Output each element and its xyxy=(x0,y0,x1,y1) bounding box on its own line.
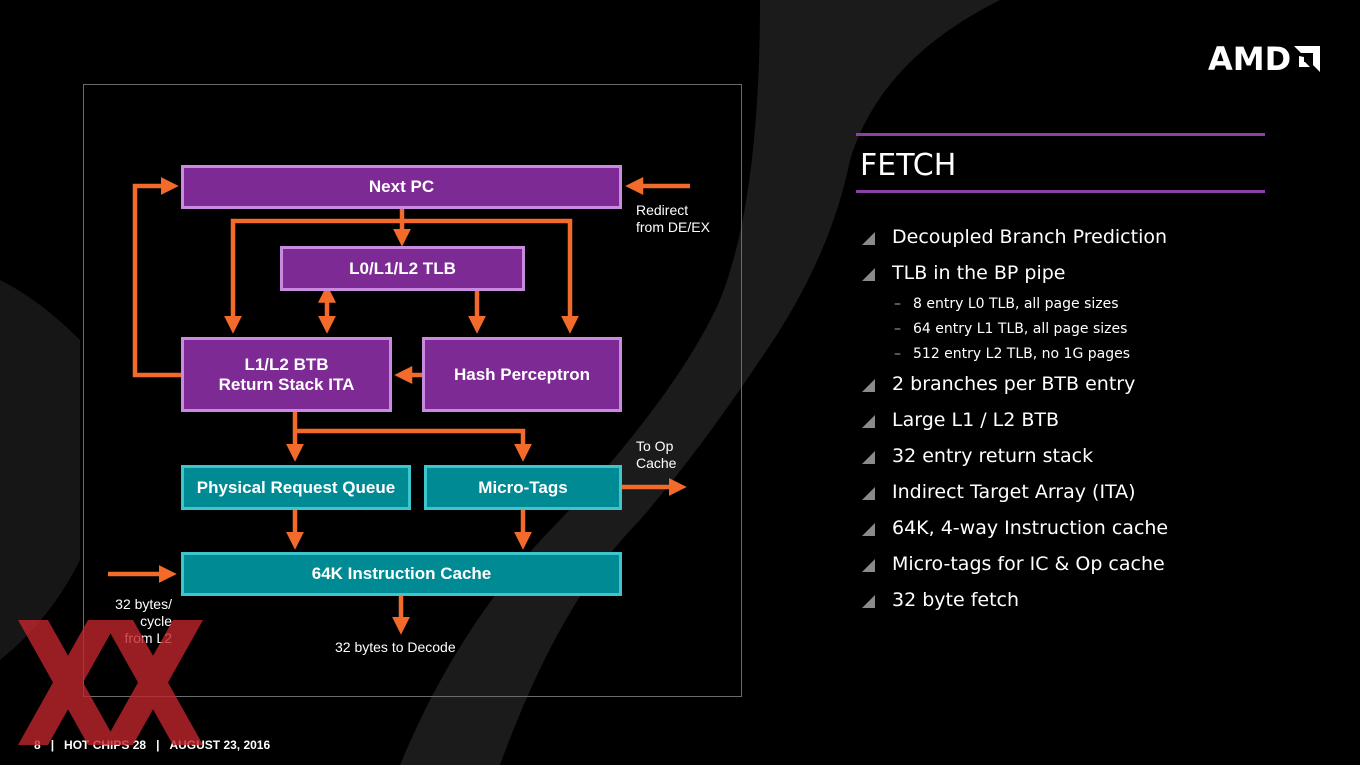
triangle-bullet-icon xyxy=(862,486,875,500)
triangle-bullet-icon xyxy=(862,558,875,572)
bullet-item: 32 entry return stack xyxy=(862,438,1342,474)
bullet-text: 2 branches per BTB entry xyxy=(892,373,1136,395)
sub-bullet-item: –8 entry L0 TLB, all page sizes xyxy=(862,291,1342,316)
redirect-line2: from DE/EX xyxy=(636,219,710,235)
btb-label-line2: Return Stack ITA xyxy=(218,374,355,394)
sub-bullet-text: 8 entry L0 TLB, all page sizes xyxy=(913,295,1119,312)
sub-bullet-text: 512 entry L2 TLB, no 1G pages xyxy=(913,345,1131,362)
bullet-item: 64K, 4-way Instruction cache xyxy=(862,510,1342,546)
nextpc-hash-arrow xyxy=(402,218,579,334)
to-op-line1: To Op xyxy=(636,438,674,454)
btb-label-line1: L1/L2 BTB xyxy=(244,354,329,374)
diagram-frame xyxy=(83,84,742,697)
bullet-item: Decoupled Branch Prediction xyxy=(862,219,1342,255)
sub-bullet-item: –64 entry L1 TLB, all page sizes xyxy=(862,316,1342,341)
bullet-item: 2 branches per BTB entry xyxy=(862,366,1342,402)
triangle-bullet-icon xyxy=(862,594,875,608)
bullet-text: Indirect Target Array (ITA) xyxy=(892,481,1136,503)
bullet-item: Indirect Target Array (ITA) xyxy=(862,474,1342,510)
footer-separator: | xyxy=(156,738,160,752)
sub-bullet-text: 64 entry L1 TLB, all page sizes xyxy=(913,320,1128,337)
triangle-bullet-icon xyxy=(862,414,875,428)
amd-arrow-icon xyxy=(1294,46,1321,72)
bullet-item: TLB in the BP pipe xyxy=(862,255,1342,291)
dash-icon: – xyxy=(894,320,901,337)
title-rule-top xyxy=(856,133,1265,136)
l2-line2: cycle xyxy=(140,613,172,629)
prq-label: Physical Request Queue xyxy=(196,477,396,497)
triangle-bullet-icon xyxy=(862,267,875,281)
triangle-bullet-icon xyxy=(862,522,875,536)
bullet-text: 64K, 4-way Instruction cache xyxy=(892,517,1169,539)
micro-tags-label: Micro-Tags xyxy=(478,477,568,497)
instruction-cache-label: 64K Instruction Cache xyxy=(311,564,492,583)
triangle-bullet-icon xyxy=(862,378,875,392)
redirect-label: Redirect from DE/EX xyxy=(636,202,710,236)
bullet-text: Micro-tags for IC & Op cache xyxy=(892,553,1165,575)
btb-microtags-arrow xyxy=(295,428,532,462)
micro-tags-box: Micro-Tags xyxy=(424,465,622,510)
dash-icon: – xyxy=(894,345,901,362)
bullet-text: Large L1 / L2 BTB xyxy=(892,409,1060,431)
nextpc-btb-arrow xyxy=(224,218,402,334)
bullet-text: Decoupled Branch Prediction xyxy=(892,226,1168,248)
footer-separator: | xyxy=(50,738,55,752)
hash-perceptron-label: Hash Perceptron xyxy=(453,364,591,384)
title-rule-bottom xyxy=(856,190,1265,193)
to-op-line2: Cache xyxy=(636,455,677,471)
bullet-item: 32 byte fetch xyxy=(862,582,1342,618)
triangle-bullet-icon xyxy=(862,231,875,245)
hash-perceptron-box: Hash Perceptron xyxy=(422,337,622,412)
bullet-item: Micro-tags for IC & Op cache xyxy=(862,546,1342,582)
next-pc-label: Next PC xyxy=(368,177,435,196)
btb-box: L1/L2 BTB Return Stack ITA xyxy=(181,337,392,412)
bullet-text: 32 entry return stack xyxy=(892,445,1094,467)
page-title: FETCH xyxy=(860,148,957,183)
btb-loop-arrow xyxy=(132,177,181,378)
tlb-box: L0/L1/L2 TLB xyxy=(280,246,525,291)
watermark-xx xyxy=(18,620,203,745)
next-pc-box: Next PC xyxy=(181,165,622,209)
to-op-cache-label: To Op Cache xyxy=(636,438,676,472)
physical-request-queue-box: Physical Request Queue xyxy=(181,465,411,510)
bullet-item: Large L1 / L2 BTB xyxy=(862,402,1342,438)
tlb-label: L0/L1/L2 TLB xyxy=(349,258,456,278)
sub-bullet-item: –512 entry L2 TLB, no 1G pages xyxy=(862,341,1342,366)
decode-text: 32 bytes to Decode xyxy=(335,639,456,655)
redirect-line1: Redirect xyxy=(636,202,689,218)
logo-text: AMD xyxy=(1208,40,1292,78)
decode-label: 32 bytes to Decode xyxy=(335,639,456,656)
bullet-text: TLB in the BP pipe xyxy=(892,262,1066,284)
instruction-cache-box: 64K Instruction Cache xyxy=(181,552,622,596)
bullet-text: 32 byte fetch xyxy=(892,589,1020,611)
page-number: 8 xyxy=(34,738,41,752)
l2-line1: 32 bytes/ xyxy=(115,596,172,612)
triangle-bullet-icon xyxy=(862,450,875,464)
dash-icon: – xyxy=(894,295,901,312)
amd-logo: AMD xyxy=(1208,40,1321,78)
